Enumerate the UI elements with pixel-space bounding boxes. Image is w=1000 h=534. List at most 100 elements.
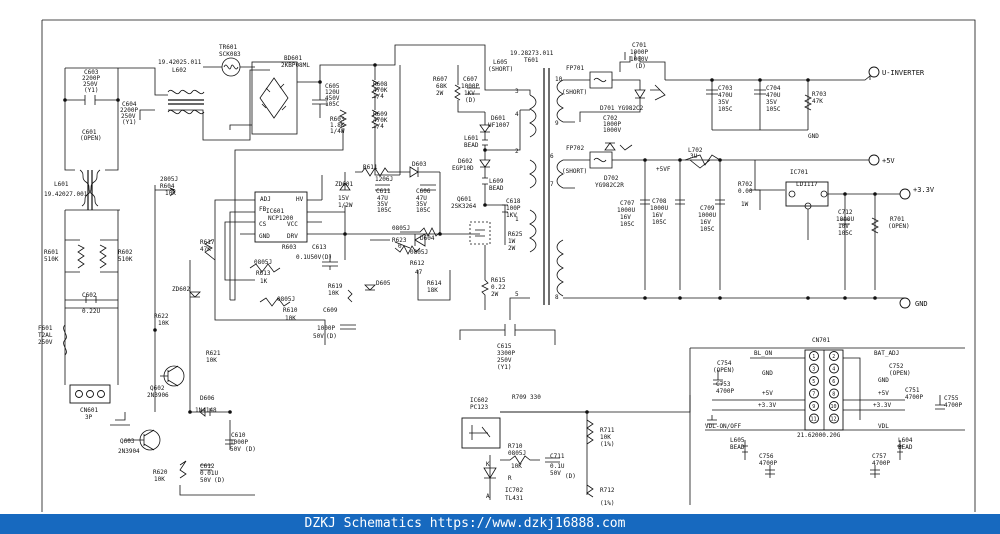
svg-text:R613: R613 <box>256 270 271 277</box>
svg-text:10K: 10K <box>206 357 217 364</box>
svg-text:1/4: 1/4 <box>373 93 384 100</box>
svg-text:105C: 105C <box>718 106 733 113</box>
svg-text:R625: R625 <box>508 231 523 238</box>
svg-text:1000U: 1000U <box>650 205 668 212</box>
svg-text:19.42027.001: 19.42027.001 <box>44 191 88 198</box>
svg-text:R603: R603 <box>282 244 297 251</box>
svg-text:CN601: CN601 <box>80 407 98 414</box>
svg-text:D602: D602 <box>458 158 473 165</box>
svg-text:VDL: VDL <box>878 423 889 430</box>
svg-text:250V: 250V <box>83 81 98 88</box>
svg-text:10V: 10V <box>838 223 849 230</box>
svg-text:D702: D702 <box>604 175 619 182</box>
svg-text:0.22U: 0.22U <box>82 308 100 315</box>
svg-text:C707: C707 <box>620 200 635 207</box>
cn701-pin-circle <box>809 351 819 361</box>
5v-terminal <box>868 154 880 166</box>
svg-text:6: 6 <box>550 153 554 160</box>
cn701-pin-number: 3 <box>812 367 815 373</box>
svg-text:1206J: 1206J <box>375 176 393 183</box>
svg-text:Q602: Q602 <box>150 385 165 392</box>
svg-text:R610: R610 <box>283 307 298 314</box>
svg-text:35V: 35V <box>416 201 427 208</box>
svg-text:47U: 47U <box>377 195 388 202</box>
svg-text:47U: 47U <box>416 195 427 202</box>
svg-text:105C: 105C <box>766 106 781 113</box>
svg-text:50V: 50V <box>550 470 561 477</box>
svg-text:(OPEN): (OPEN) <box>888 223 910 230</box>
svg-text:1K: 1K <box>260 278 268 285</box>
svg-text:(D): (D) <box>214 477 225 484</box>
ic602-optocoupler <box>461 395 691 500</box>
svg-text:1000U: 1000U <box>836 216 854 223</box>
svg-text:0805J: 0805J <box>410 249 428 256</box>
svg-text:21.62000.20G: 21.62000.20G <box>797 432 841 439</box>
svg-text:+5V: +5V <box>878 390 889 397</box>
label-bd601v: 2KBP08ML <box>281 62 310 69</box>
svg-text:1/4: 1/4 <box>373 123 384 130</box>
svg-text:16V: 16V <box>620 214 631 221</box>
svg-text:L702: L702 <box>688 147 703 154</box>
svg-text:1000P: 1000P <box>603 121 621 128</box>
svg-text:FB: FB <box>259 206 267 213</box>
svg-text:Q603: Q603 <box>120 438 135 445</box>
label-tr601: TR601 <box>219 44 237 51</box>
svg-text:450V: 450V <box>325 95 340 102</box>
svg-text:2200P: 2200P <box>82 75 100 82</box>
svg-text:R712: R712 <box>600 487 615 494</box>
watermark-footer: DZKJ Schematics https://www.dzkj16888.co… <box>0 514 1000 534</box>
svg-text:L601: L601 <box>464 135 479 142</box>
svg-text:4700P: 4700P <box>759 460 777 467</box>
svg-text:10K: 10K <box>511 463 522 470</box>
svg-text:F601: F601 <box>38 325 53 332</box>
svg-text:18K: 18K <box>427 287 438 294</box>
cn701-pin-circle <box>809 401 819 411</box>
svg-text:10K: 10K <box>165 190 176 197</box>
svg-text:250V: 250V <box>121 113 136 120</box>
svg-text:105C: 105C <box>652 219 667 226</box>
33v-terminal <box>899 188 911 200</box>
svg-text:4700P: 4700P <box>872 460 890 467</box>
svg-text:R615: R615 <box>491 277 506 284</box>
svg-text:R621: R621 <box>206 350 221 357</box>
svg-text:35V: 35V <box>718 99 729 106</box>
label-l602: L602 <box>172 67 187 74</box>
svg-text:1N4148: 1N4148 <box>195 407 217 414</box>
svg-text:19.28273.011: 19.28273.011 <box>510 50 554 57</box>
svg-text:R711: R711 <box>600 427 615 434</box>
cn701-pin-number: 2 <box>832 354 835 360</box>
svg-text:470U: 470U <box>718 92 733 99</box>
svg-text:R622: R622 <box>154 313 169 320</box>
net-uinverter: U-INVERTER <box>882 69 925 77</box>
label-l602v: 19.42025.011 <box>158 59 202 66</box>
svg-text:R702: R702 <box>738 181 753 188</box>
svg-text:L605: L605 <box>493 59 508 66</box>
cn701-pin-circle <box>809 413 819 424</box>
cn701-pin-circle <box>809 388 819 399</box>
svg-text:IC701: IC701 <box>790 169 808 176</box>
svg-text:8: 8 <box>555 294 559 301</box>
svg-text:10K: 10K <box>285 315 296 322</box>
bulk-capacitor-section <box>230 65 485 301</box>
svg-text:(D): (D) <box>245 446 256 453</box>
svg-text:R: R <box>508 475 512 482</box>
svg-text:10K: 10K <box>600 434 611 441</box>
svg-text:C708: C708 <box>652 198 667 205</box>
cn701-pin-circle <box>829 413 839 424</box>
svg-text:FP702: FP702 <box>566 145 584 152</box>
svg-text:2N3906: 2N3906 <box>147 392 169 399</box>
svg-text:120U: 120U <box>325 89 340 96</box>
svg-text:BAT_ADJ: BAT_ADJ <box>874 350 899 357</box>
svg-text:250V: 250V <box>497 357 512 364</box>
svg-text:510K: 510K <box>44 256 59 263</box>
net-gnd: GND <box>915 300 928 308</box>
svg-text:47K: 47K <box>200 246 211 253</box>
svg-text:9: 9 <box>555 120 559 127</box>
c615-capacitor <box>459 324 556 345</box>
svg-text:2W: 2W <box>491 291 499 298</box>
svg-text:(Y1): (Y1) <box>497 364 511 371</box>
svg-text:1/2W: 1/2W <box>338 202 353 209</box>
svg-text:2200P: 2200P <box>120 107 138 114</box>
